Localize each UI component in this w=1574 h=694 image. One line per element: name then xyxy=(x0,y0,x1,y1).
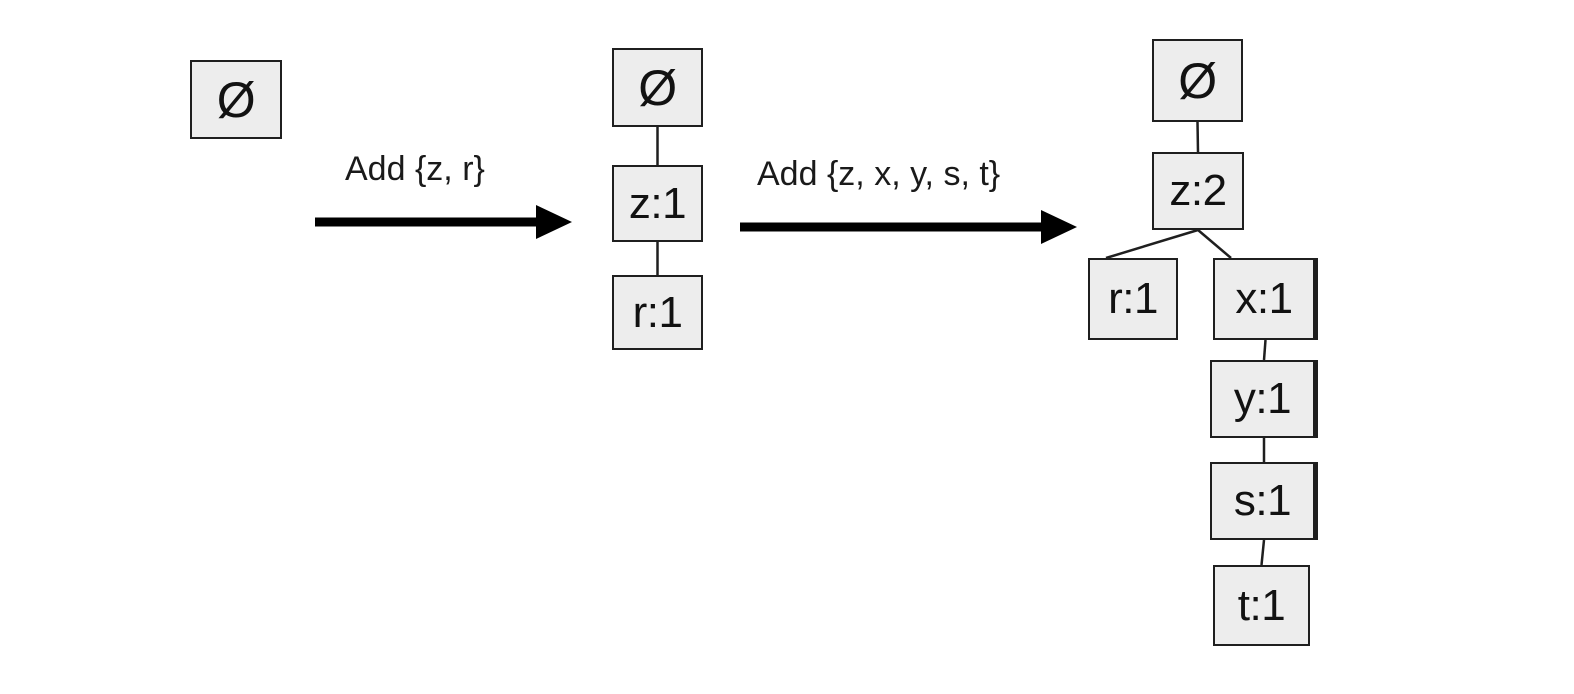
transition-label-2: Add {z, x, y, s, t} xyxy=(757,155,1001,193)
tree-node-s3-r: r:1 xyxy=(1088,258,1178,340)
transition-arrow-head-1 xyxy=(536,205,572,239)
tree-node-s3-y: y:1 xyxy=(1210,360,1318,438)
tree-node-s3-s: s:1 xyxy=(1210,462,1318,540)
tree-node-s3-t: t:1 xyxy=(1213,565,1310,646)
tree-edge-s3-x-to-s3-y xyxy=(1262,339,1267,361)
tree-edge-s3-s-to-s3-t xyxy=(1260,539,1266,566)
tree-node-s3-z: z:2 xyxy=(1152,152,1244,230)
tree-node-s3-x: x:1 xyxy=(1213,258,1318,340)
tree-node-s2-z: z:1 xyxy=(612,165,703,242)
tree-edge-s3-z-to-s3-r xyxy=(1105,228,1199,260)
tree-edge-s3-z-to-s3-x xyxy=(1197,229,1232,259)
tree-node-s1-root: Ø xyxy=(190,60,282,139)
transition-label-1: Add {z, r} xyxy=(345,150,485,188)
transition-arrow-head-2 xyxy=(1041,210,1077,244)
tree-node-s2-root: Ø xyxy=(612,48,703,127)
tree-edge-s3-root-to-s3-z xyxy=(1196,121,1200,153)
tree-node-s3-root: Ø xyxy=(1152,39,1243,122)
tree-node-s2-r: r:1 xyxy=(612,275,703,350)
